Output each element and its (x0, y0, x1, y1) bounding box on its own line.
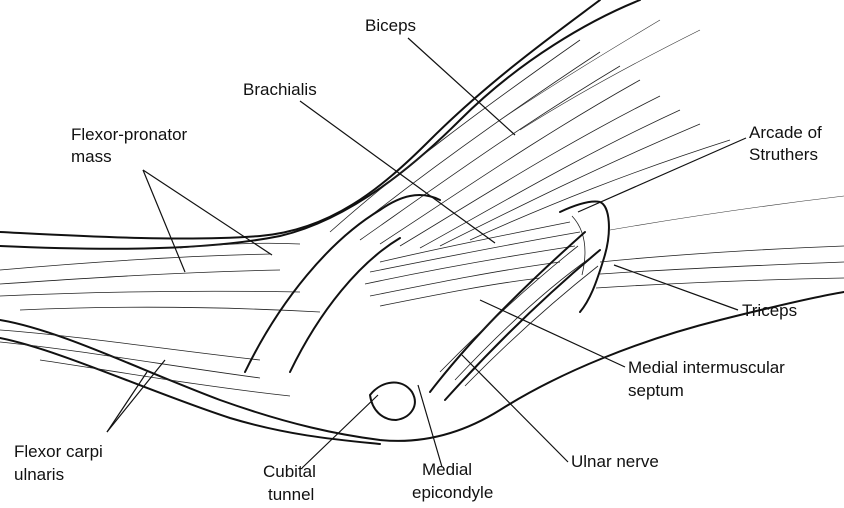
arm-upper-contour (0, 0, 600, 239)
label-medial-septum-2: septum (628, 380, 684, 401)
label-medial-septum-1: Medial intermuscular (628, 357, 785, 378)
label-medial-epicondyle-2: epicondyle (412, 482, 493, 503)
label-arcade-1: Arcade of (749, 122, 822, 143)
label-flexor-pronator-1: Flexor-pronator (71, 124, 187, 145)
label-medial-epicondyle-1: Medial (422, 459, 472, 480)
label-flexor-carpi-2: ulnaris (14, 464, 64, 485)
flexor-pronator-fibers (0, 243, 320, 312)
brachialis-muscle (365, 222, 580, 306)
leader-lines (107, 38, 746, 468)
label-flexor-pronator-2: mass (71, 146, 112, 167)
biceps-muscle (330, 20, 730, 248)
arm-lower-contour-2 (0, 338, 380, 444)
label-cubital-tunnel-1: Cubital (263, 461, 316, 482)
label-cubital-tunnel-2: tunnel (268, 484, 314, 505)
medial-epicondyle-shape (370, 383, 415, 420)
label-flexor-carpi-1: Flexor carpi (14, 441, 103, 462)
label-ulnar-nerve: Ulnar nerve (571, 451, 659, 472)
label-biceps: Biceps (365, 15, 416, 36)
triceps-muscle (596, 196, 844, 288)
label-triceps: Triceps (742, 300, 797, 321)
label-arcade-2: Struthers (749, 144, 818, 165)
label-brachialis: Brachialis (243, 79, 317, 100)
